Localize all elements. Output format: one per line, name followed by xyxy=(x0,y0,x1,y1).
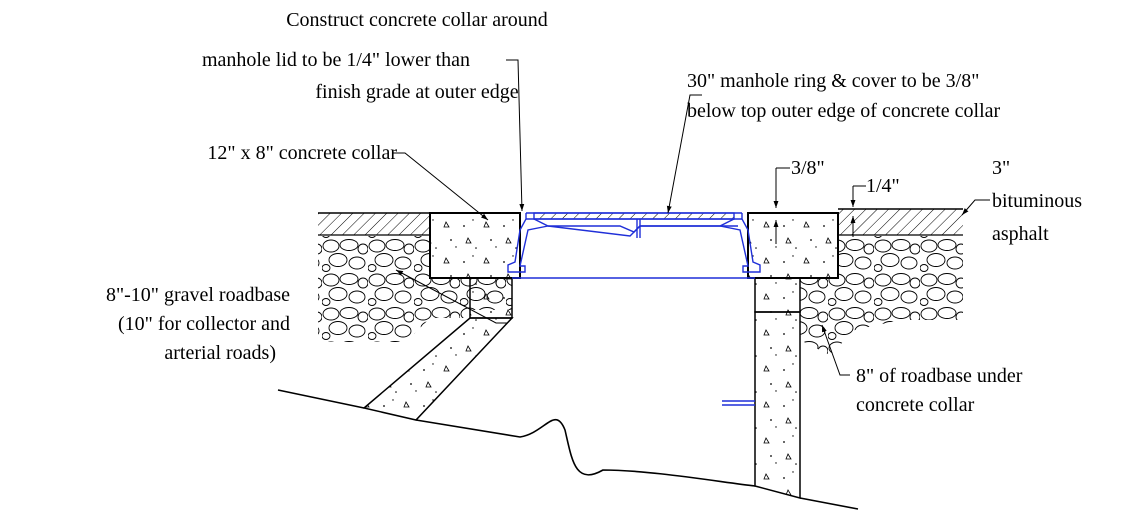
dim-1-4-label: 1/4" xyxy=(866,175,900,197)
ring-note-line-2: below top outer edge of concrete collar xyxy=(687,100,1001,122)
concrete-collar-left xyxy=(429,212,521,279)
riser-right-wall xyxy=(754,311,801,499)
riser-right-upper xyxy=(754,277,801,313)
asphalt-layer-right xyxy=(838,209,963,235)
collar-note-line-3: finish grade at outer edge xyxy=(315,81,518,103)
collar-size-label: 12" x 8" concrete collar xyxy=(207,142,397,164)
asphalt-label-line-2: bituminous xyxy=(992,190,1082,212)
roadbase-label-line-1: 8"-10" gravel roadbase xyxy=(106,284,290,306)
roadbase-label-line-3: arterial roads) xyxy=(164,342,276,364)
asphalt-label-line-1: 3" xyxy=(992,157,1010,179)
collar-note-line-1: Construct concrete collar around xyxy=(286,9,548,31)
asphalt-layer-left xyxy=(318,213,430,235)
ground-break-line xyxy=(277,389,859,510)
gravel-roadbase-right xyxy=(800,236,963,355)
roadbase-label-line-2: (10" for collector and xyxy=(118,313,290,335)
riser-left-upper xyxy=(469,277,513,319)
roadbase-under-line-2: concrete collar xyxy=(856,394,975,416)
collar-note-line-2: manhole lid to be 1/4" lower than xyxy=(202,49,470,71)
asphalt-label-line-3: asphalt xyxy=(992,223,1049,245)
roadbase-under-line-1: 8" of roadbase under xyxy=(856,365,1023,387)
concrete-collar-right xyxy=(747,212,839,279)
manhole-ring-and-cover xyxy=(507,212,761,279)
gravel-roadbase-left xyxy=(318,236,512,342)
dim-3-8-label: 3/8" xyxy=(791,157,825,179)
ring-note-line-1: 30" manhole ring & cover to be 3/8" xyxy=(687,70,979,92)
